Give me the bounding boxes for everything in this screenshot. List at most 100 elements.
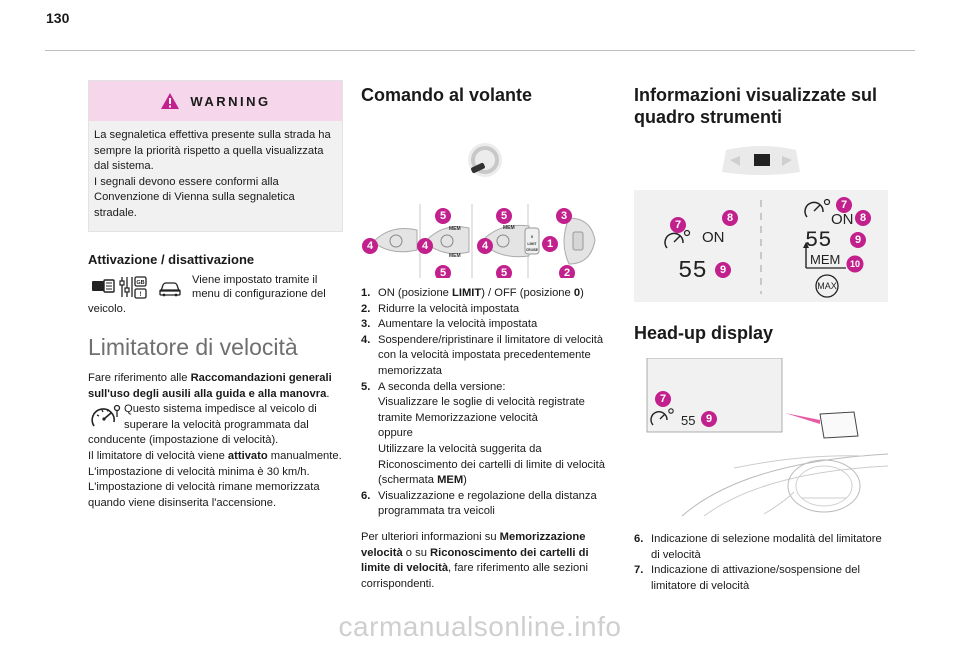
settings-sliders-icon: GB ! bbox=[119, 275, 147, 299]
stalk-view-1 bbox=[372, 228, 418, 253]
car-icon bbox=[159, 281, 181, 296]
steering-item-1: 1.ON (posizione LIMIT) / OFF (posizione … bbox=[361, 287, 584, 299]
instrument-cluster-thumb bbox=[722, 146, 800, 175]
svg-text:7: 7 bbox=[841, 199, 847, 211]
svg-text:5: 5 bbox=[501, 210, 507, 222]
stalk-view-2: MEM MEM bbox=[424, 226, 470, 259]
hud-item-6: 6.Indicazione di selezione modalità del … bbox=[634, 533, 882, 561]
zero-label: 0 bbox=[531, 234, 534, 239]
mem-label-3: MEM bbox=[503, 225, 515, 231]
steering-item-5: 5.A seconda della versione:Visualizzare … bbox=[361, 380, 605, 487]
config-menu-icons: GB ! bbox=[92, 275, 181, 299]
cluster-title: Informazioni visualizzate sul quadro str… bbox=[634, 85, 878, 127]
limiter-ref-paragraph: Fare riferimento alle Raccomandazioni ge… bbox=[88, 371, 343, 402]
mem-label: MEM bbox=[449, 226, 461, 232]
steering-info-paragraph: Per ulteriori informazioni su Memorizzaz… bbox=[361, 530, 589, 590]
warning-box: WARNING La segnaletica effettiva present… bbox=[88, 80, 343, 232]
warning-header: WARNING bbox=[89, 81, 342, 121]
cluster-left-panel: ON 55 7 8 9 bbox=[664, 210, 738, 285]
badge-5a: 5 bbox=[435, 208, 451, 224]
svg-text:4: 4 bbox=[367, 240, 374, 252]
limiter-desc-3: L'impostazione di velocità minima è 30 k… bbox=[88, 465, 310, 478]
activation-text: Viene impostato tramite il menu di confi… bbox=[192, 273, 326, 301]
badge-7-left: 7 bbox=[670, 217, 686, 233]
svg-text:8: 8 bbox=[727, 212, 733, 224]
hud-speed: 55 bbox=[681, 413, 695, 428]
badge-5d: 5 bbox=[496, 265, 512, 278]
steering-item-2: 2.Ridurre la velocità impostata bbox=[361, 302, 520, 315]
column-3: Informazioni visualizzate sul quadro str… bbox=[634, 80, 888, 594]
limit-label: LIMIT bbox=[527, 242, 537, 246]
svg-text:GB: GB bbox=[136, 280, 144, 286]
activation-row: GB ! Viene impostato tramite il menu di … bbox=[88, 273, 343, 302]
hud-item-7: 7.Indicazione di attivazione/sospensione… bbox=[634, 564, 860, 592]
badge-1: 1 bbox=[542, 236, 558, 252]
mem-label-2: MEM bbox=[449, 253, 461, 259]
svg-text:8: 8 bbox=[860, 212, 866, 224]
steering-items-list: 1.ON (posizione LIMIT) / OFF (posizione … bbox=[361, 286, 619, 520]
badge-9-left: 9 bbox=[715, 262, 731, 278]
badge-9-right: 9 bbox=[850, 232, 866, 248]
badge-9-hud: 9 bbox=[701, 411, 717, 427]
warning-title: WARNING bbox=[190, 93, 271, 109]
limiter-ref-post: . bbox=[326, 387, 330, 400]
badge-7-hud: 7 bbox=[655, 391, 671, 407]
column-2: Comando al volante MEM MEM MEM 0 LIMIT bbox=[361, 80, 619, 592]
limiter-desc-1: Questo sistema impedisce al veicolo di s… bbox=[88, 403, 317, 447]
limiter-desc-2-pre: Il limitatore di velocità viene bbox=[88, 450, 228, 463]
badge-5b: 5 bbox=[435, 265, 451, 278]
cluster-right-panel: ON 55 MEM MAX 7 8 9 10 bbox=[803, 197, 871, 298]
touchscreen-icon bbox=[92, 278, 115, 293]
svg-text:9: 9 bbox=[706, 413, 712, 425]
speed-limiter-icon bbox=[91, 405, 121, 427]
svg-text:9: 9 bbox=[720, 264, 726, 276]
hud-title: Head-up display bbox=[634, 323, 774, 343]
cluster-right-speed: 55 bbox=[805, 228, 831, 253]
steering-item-6: 6.Visualizzazione e regolazione della di… bbox=[361, 489, 597, 518]
badge-10-right: 10 bbox=[846, 255, 864, 273]
warning-line-1: La segnaletica effettiva presente sulla … bbox=[94, 129, 331, 173]
warning-line-2: I segnali devono essere conformi alla Co… bbox=[94, 175, 295, 219]
cruise-label: CRUISE bbox=[526, 248, 538, 252]
limiter-desc-2-post: manualmente. bbox=[267, 450, 342, 463]
hud-speedometer-icon bbox=[650, 408, 674, 426]
column-1: WARNING La segnaletica effettiva present… bbox=[88, 80, 343, 511]
stalk-view-4 bbox=[563, 217, 596, 265]
svg-text:4: 4 bbox=[422, 240, 429, 252]
svg-text:4: 4 bbox=[482, 240, 489, 252]
badge-5c: 5 bbox=[496, 208, 512, 224]
activation-text-tail: veicolo. bbox=[88, 302, 126, 315]
svg-text:1: 1 bbox=[547, 238, 553, 250]
steering-wheel-icon bbox=[468, 143, 502, 177]
badge-8-left: 8 bbox=[722, 210, 738, 226]
stalk-view-3: MEM 0 LIMIT CRUISE bbox=[480, 224, 540, 258]
badge-2: 2 bbox=[559, 265, 575, 278]
limiter-desc-paragraph: Questo sistema impedisce al veicolo di s… bbox=[88, 402, 343, 511]
steering-item-4: 4.Sospendere/ripristinare il limitatore … bbox=[361, 333, 604, 377]
cluster-left-speed: 55 bbox=[678, 258, 707, 285]
speedometer-icon bbox=[664, 229, 691, 249]
dashboard-sketch bbox=[681, 411, 888, 517]
svg-text:5: 5 bbox=[501, 267, 507, 278]
warning-triangle-icon bbox=[161, 93, 180, 109]
speedometer-icon-2 bbox=[804, 198, 831, 218]
limiter-desc-4: L'impostazione di velocità rimane memori… bbox=[88, 481, 320, 509]
badge-4a: 4 bbox=[362, 238, 378, 254]
cluster-left-on: ON bbox=[702, 229, 725, 246]
limiter-ref-pre: Fare riferimento alle bbox=[88, 372, 191, 385]
svg-text:9: 9 bbox=[855, 234, 861, 246]
steering-title: Comando al volante bbox=[361, 85, 533, 105]
cluster-display-figure: ON 55 7 8 9 ON 55 MEM MAX 7 8 9 10 bbox=[634, 190, 888, 302]
watermark: carmanualsonline.info bbox=[338, 611, 622, 642]
limiter-title: Limitatore di velocità bbox=[88, 334, 298, 361]
hud-items-list: 6.Indicazione di selezione modalità del … bbox=[634, 532, 888, 594]
cluster-max: MAX bbox=[817, 281, 837, 291]
page-number: 130 bbox=[46, 10, 70, 26]
top-rule bbox=[45, 50, 915, 51]
badge-3: 3 bbox=[556, 208, 572, 224]
badge-4b: 4 bbox=[417, 238, 433, 254]
svg-text:2: 2 bbox=[564, 267, 570, 278]
steering-item-3: 3.Aumentare la velocità impostata bbox=[361, 318, 538, 331]
warning-body: La segnaletica effettiva presente sulla … bbox=[89, 121, 342, 231]
svg-text:7: 7 bbox=[660, 393, 666, 405]
